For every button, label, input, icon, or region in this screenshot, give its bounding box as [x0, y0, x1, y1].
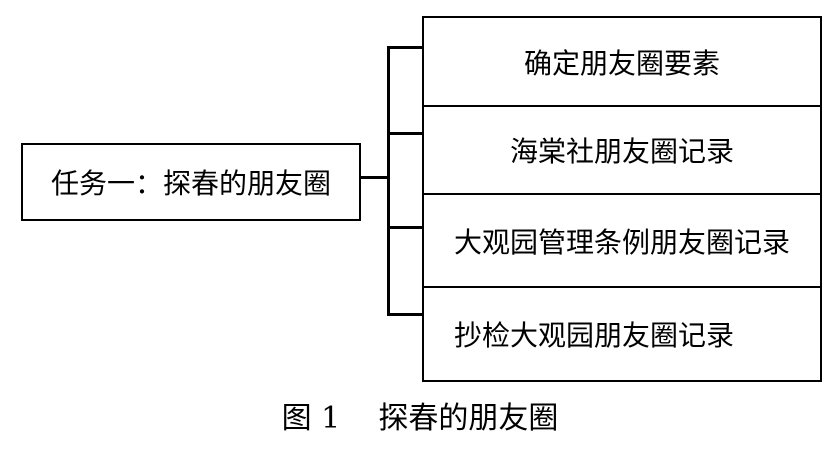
figure-number: 图 1 — [281, 401, 341, 436]
branch-node-label: 确定朋友圈要素 — [523, 46, 720, 80]
bracket-vertical-line — [387, 46, 390, 316]
root-node-label: 任务一：探春的朋友圈 — [50, 167, 331, 200]
branch-node-1: 确定朋友圈要素 — [424, 18, 820, 107]
figure-title: 探春的朋友圈 — [378, 401, 559, 436]
bracket-tick-2 — [387, 132, 422, 135]
branch-node-4: 抄检大观园朋友圈记录 — [424, 288, 820, 380]
branch-node-3: 大观园管理条例朋友圈记录 — [424, 195, 820, 288]
branch-node-label: 大观园管理条例朋友圈记录 — [453, 225, 790, 259]
root-connector-line — [361, 176, 389, 179]
branch-node-label: 抄检大观园朋友圈记录 — [454, 319, 735, 352]
branch-node-2: 海棠社朋友圈记录 — [424, 107, 820, 195]
caption-gap — [340, 398, 378, 433]
branch-node-label: 海棠社朋友圈记录 — [509, 135, 734, 168]
root-node: 任务一：探春的朋友圈 — [21, 143, 361, 221]
figure-caption: 图 1 探春的朋友圈 — [0, 390, 840, 440]
bracket-tick-4 — [387, 313, 422, 316]
branch-table: 确定朋友圈要素 海棠社朋友圈记录 大观园管理条例朋友圈记录 抄检大观园朋友圈记录 — [422, 16, 822, 382]
bracket-tick-3 — [387, 226, 422, 229]
bracket-tick-1 — [387, 46, 422, 49]
